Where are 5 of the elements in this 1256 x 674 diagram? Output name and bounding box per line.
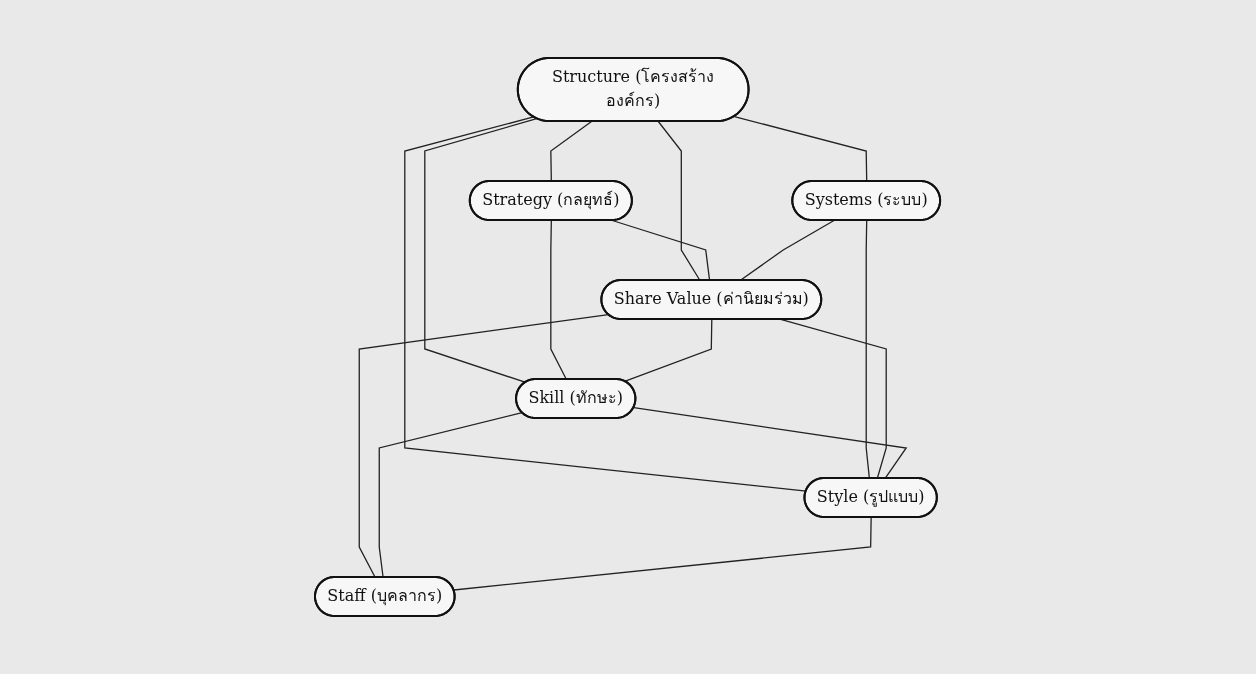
connector	[734, 115, 868, 183]
connector	[550, 120, 593, 183]
connector	[453, 516, 873, 591]
connector	[424, 117, 538, 384]
connector	[624, 318, 713, 382]
